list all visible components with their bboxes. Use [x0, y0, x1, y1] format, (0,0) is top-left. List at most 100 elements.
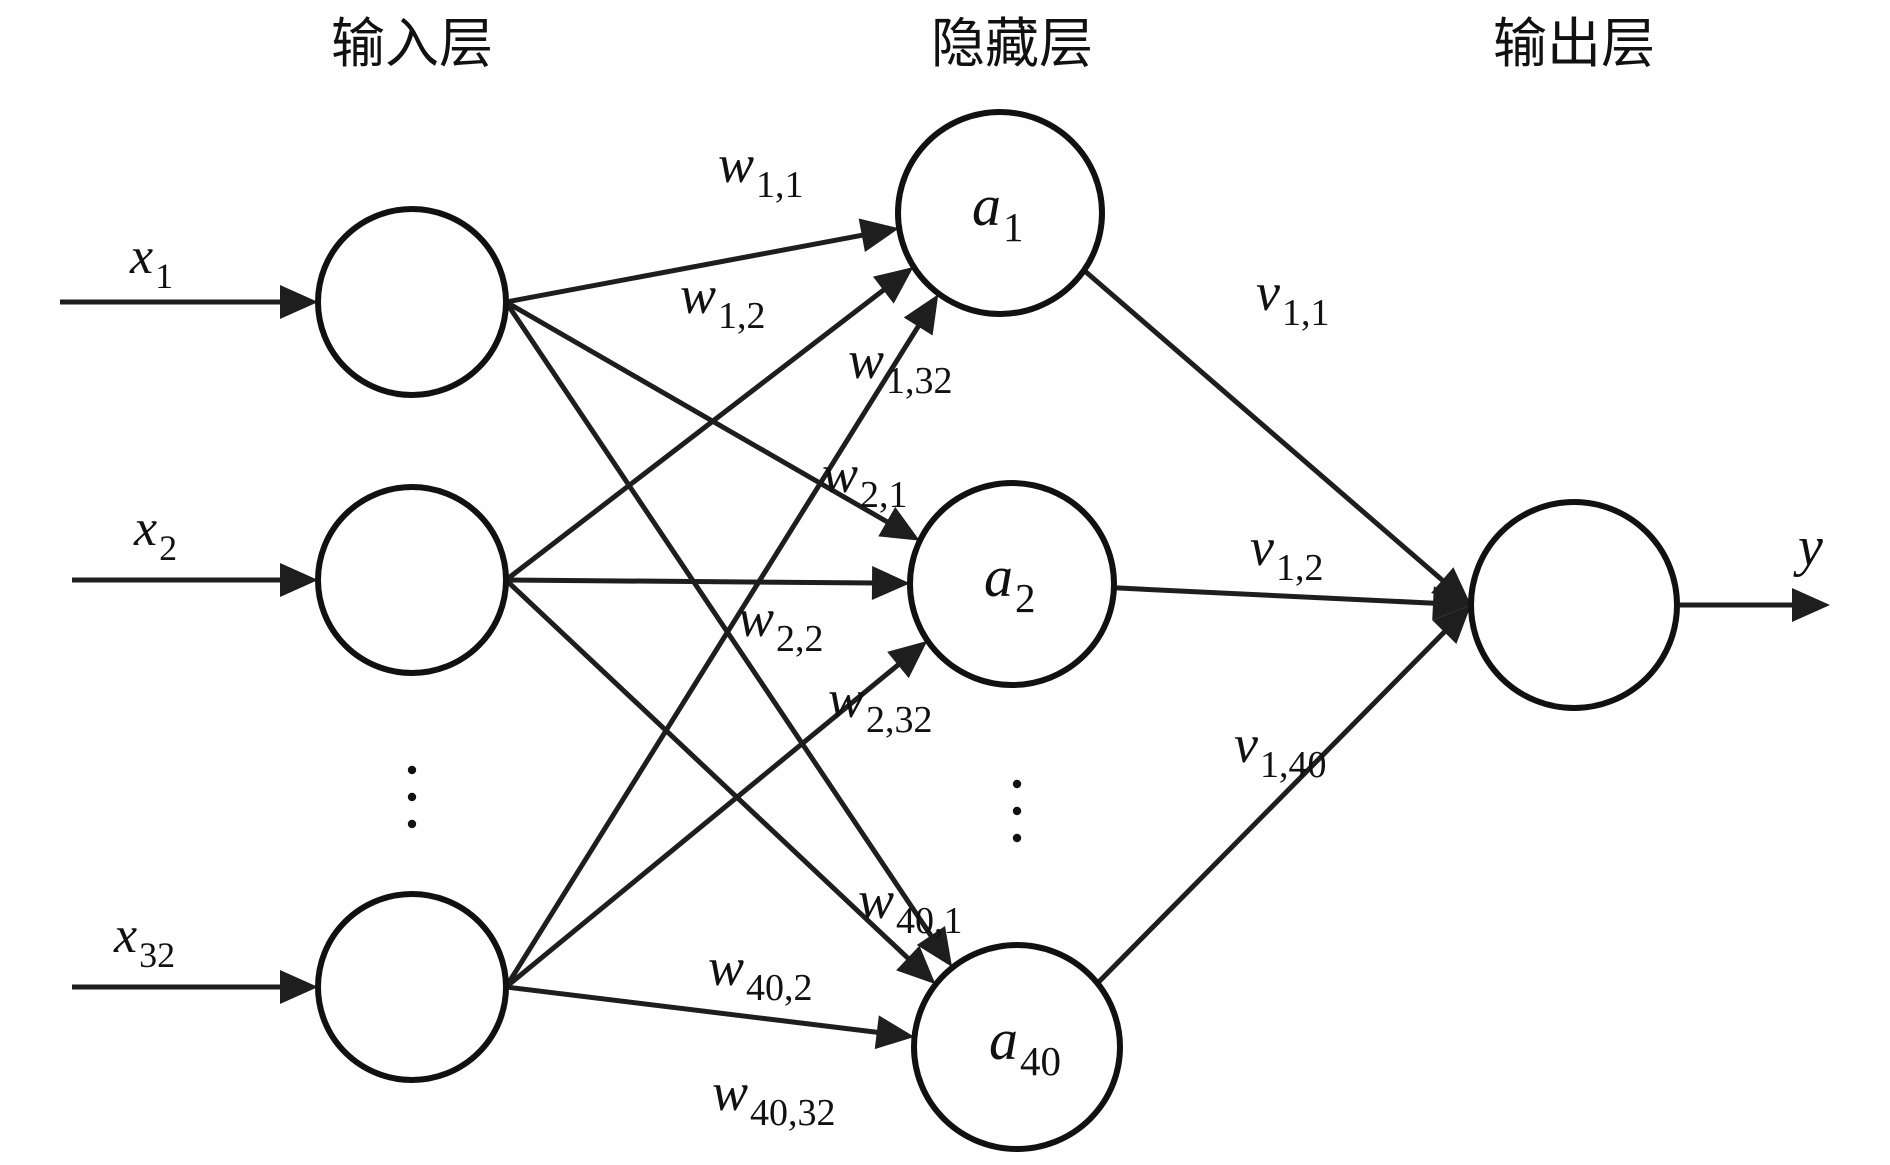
- weight-label-h40-in2-var: w: [708, 937, 744, 997]
- hidden-node-h1: [895, 109, 1105, 317]
- weight-h40-out-arrowhead: [1432, 605, 1471, 644]
- weight-label-h1-in1-subscript: 1,1: [756, 164, 804, 206]
- hidden-node-label-h2-subscript: 2: [1015, 575, 1036, 621]
- weight-in2-h2-arrowhead: [871, 566, 911, 601]
- weight-label-h1-in32-var: w: [848, 330, 884, 390]
- input-arrow-in32-arrowhead: [280, 970, 318, 1004]
- weight-label-h40-in1: w40,1: [858, 870, 963, 942]
- input-node-in32: [315, 891, 509, 1083]
- hidden-node-h2: [907, 480, 1117, 688]
- weight-label-h2-out-var: v: [1250, 517, 1274, 577]
- weight-label-h1-out-subscript: 1,1: [1282, 292, 1330, 334]
- input-label-in32-var: x: [113, 907, 137, 964]
- input-label-in32-subscript: 32: [139, 935, 175, 975]
- weight-h1-out-edge: [1082, 268, 1447, 585]
- weight-label-h2-in1: w2,1: [822, 444, 908, 516]
- weight-in32-h2-edge: [504, 660, 903, 989]
- weight-label-h1-in1: w1,1: [718, 134, 804, 206]
- weight-label-h2-in1-subscript: 2,1: [860, 474, 908, 516]
- weight-label-h40-in2-subscript: 40,2: [746, 967, 813, 1009]
- weight-label-h2-out: v1,2: [1250, 517, 1323, 589]
- input-label-in32: x32: [113, 907, 175, 975]
- output-label-var: y: [1793, 516, 1823, 578]
- weight-label-h40-out-var: v: [1234, 714, 1258, 774]
- hidden-ellipsis-dot: [1012, 833, 1022, 843]
- input-layer-title: 输入层: [331, 12, 493, 75]
- weight-label-h2-in2-var: w: [738, 588, 774, 648]
- weight-label-h40-in32-var: w: [712, 1062, 748, 1122]
- input-ellipsis-dot: [407, 765, 417, 775]
- weight-label-h1-in2: w1,2: [680, 265, 766, 337]
- hidden-node-label-h40-var: a: [989, 1007, 1018, 1072]
- weight-in1-h40-edge: [503, 300, 936, 941]
- weight-label-h40-out: v1,40: [1234, 714, 1326, 786]
- weight-label-h40-in2: w40,2: [708, 937, 813, 1009]
- weight-in1-h2-edge: [504, 299, 892, 526]
- weight-in32-h2-arrowhead: [887, 640, 928, 679]
- input-label-in2-subscript: 2: [159, 528, 177, 568]
- input-ellipsis-dot: [407, 792, 417, 802]
- weight-label-h2-in1-var: w: [822, 444, 858, 504]
- weight-h2-out-arrowhead: [1432, 586, 1471, 621]
- weight-label-h1-in1-var: w: [718, 134, 754, 194]
- hidden-node-label-h2: a2: [984, 544, 1036, 621]
- weight-label-h1-out: v1,1: [1256, 262, 1329, 334]
- nodes-layer: [315, 109, 1680, 1152]
- weight-label-h1-in2-var: w: [680, 265, 716, 325]
- weight-label-h40-in32: w40,32: [712, 1062, 836, 1134]
- weight-label-h2-in32-subscript: 2,32: [866, 699, 933, 741]
- weight-in2-h1-arrowhead: [872, 267, 914, 304]
- weight-in2-h40-arrowhead: [896, 945, 936, 985]
- weight-label-h1-out-var: v: [1256, 262, 1280, 322]
- output-node: [1468, 499, 1680, 711]
- weight-label-h2-in32: w2,32: [828, 669, 933, 741]
- output-arrow-arrowhead: [1792, 588, 1830, 622]
- weight-h2-out-edge: [1113, 585, 1438, 606]
- hidden-node-label-h1: a1: [972, 173, 1024, 250]
- weight-label-h40-in1-subscript: 40,1: [896, 900, 963, 942]
- hidden-node-label-h2-var: a: [984, 544, 1013, 609]
- weight-label-h1-in2-subscript: 1,2: [718, 295, 766, 337]
- weight-label-h1-in32-subscript: 1,32: [886, 360, 953, 402]
- hidden-layer-title: 隐藏层: [931, 12, 1093, 75]
- weight-in1-h1-edge: [505, 232, 867, 305]
- weight-in32-h40-edge: [505, 984, 882, 1036]
- input-ellipsis-dot: [407, 819, 417, 829]
- hidden-ellipsis-dot: [1012, 779, 1022, 789]
- weight-label-h2-in2-subscript: 2,2: [776, 618, 824, 660]
- input-node-in1: [315, 206, 509, 398]
- hidden-node-label-h40-subscript: 40: [1020, 1038, 1061, 1084]
- weight-in1-h40-arrowhead: [916, 926, 953, 968]
- weight-label-h40-out-subscript: 1,40: [1260, 744, 1327, 786]
- hidden-node-label-h1-var: a: [972, 173, 1001, 238]
- weight-in2-h40-edge: [504, 578, 913, 963]
- output-layer-title: 输出层: [1493, 12, 1655, 75]
- hidden-ellipsis-dot: [1012, 806, 1022, 816]
- hidden-node-label-h40: a40: [989, 1007, 1061, 1084]
- weight-label-h2-in32-var: w: [828, 669, 864, 729]
- output-label: y: [1793, 516, 1823, 578]
- input-label-in2-var: x: [133, 500, 157, 557]
- weight-in1-h1-arrowhead: [858, 218, 900, 252]
- weight-label-h1-in32: w1,32: [848, 330, 953, 402]
- weight-label-h2-in2: w2,2: [738, 588, 824, 660]
- weight-label-h40-in32-subscript: 40,32: [750, 1092, 836, 1134]
- input-label-in2: x2: [133, 500, 177, 568]
- hidden-node-label-h1-subscript: 1: [1003, 204, 1024, 250]
- weight-in32-h1-edge: [503, 321, 923, 989]
- weight-label-h40-in1-var: w: [858, 870, 894, 930]
- weight-in32-h1-arrowhead: [903, 294, 939, 336]
- input-arrow-in1-arrowhead: [280, 285, 318, 319]
- weight-label-h2-out-subscript: 1,2: [1276, 547, 1324, 589]
- input-label-in1: x1: [129, 228, 173, 296]
- input-arrow-in2-arrowhead: [280, 563, 318, 597]
- weight-in1-h2-arrowhead: [878, 506, 920, 541]
- edges-layer: [60, 218, 1830, 1050]
- input-label-in1-var: x: [129, 228, 153, 285]
- weight-h40-out-edge: [1095, 627, 1449, 985]
- input-label-in1-subscript: 1: [155, 256, 173, 296]
- weight-in2-h1-edge: [504, 285, 889, 582]
- input-node-in2: [315, 484, 509, 676]
- hidden-node-h40: [911, 942, 1123, 1152]
